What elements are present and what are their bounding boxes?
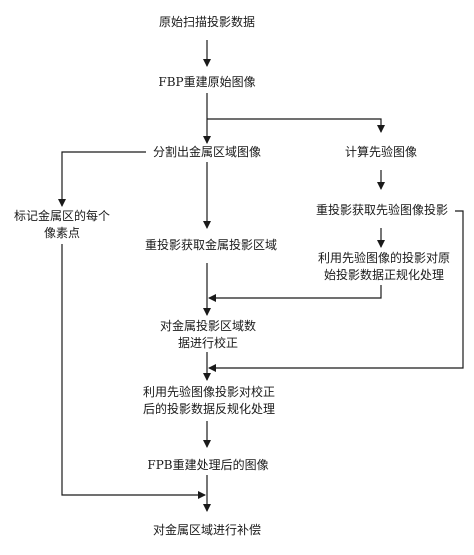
node-compensate: 对金属区域进行补偿: [145, 522, 269, 539]
node-mark-pixels: 标记金属区的每个 像素点: [6, 208, 118, 242]
node-reproject-metal-line: 重投影获取金属投影区域: [144, 238, 277, 252]
arrow-mark-to-compensate: [61, 244, 206, 499]
node-fbp-recon-line: FBP重建原始图像: [158, 75, 256, 89]
node-correct-metal: 对金属投影区域数 据进行校正: [150, 318, 266, 352]
arrow-fbp-to-prior: [207, 118, 385, 133]
node-fbp-recon: FBP重建原始图像: [145, 74, 269, 91]
node-segment-metal: 分割出金属区域图像: [146, 144, 268, 161]
node-reproject-metal: 重投影获取金属投影区域: [138, 237, 284, 254]
node-raw-data: 原始扫描投影数据: [148, 14, 266, 31]
node-denormalize-line-1: 利用先验图像投影对校正: [142, 385, 275, 399]
node-fpb-recon: FPB重建处理后的图像: [142, 457, 274, 474]
node-normalize-line-1: 利用先验图像的投影对原: [317, 251, 450, 265]
node-normalize-line-2: 始投影数据正规化处理: [323, 268, 444, 282]
arrow-reproject-prior-to-denormalize: [208, 210, 464, 372]
node-compensate-line: 对金属区域进行补偿: [152, 523, 261, 537]
node-reproject-prior-line: 重投影获取先验图像投影: [315, 203, 448, 217]
node-normalize: 利用先验图像的投影对原 始投影数据正规化处理: [308, 250, 460, 284]
node-correct-metal-line-1: 对金属投影区域数: [159, 319, 256, 333]
arrow-normalize-to-correct: [208, 285, 382, 302]
node-segment-metal-line: 分割出金属区域图像: [152, 145, 261, 159]
node-compute-prior: 计算先验图像: [339, 144, 423, 161]
node-compute-prior-line: 计算先验图像: [344, 145, 417, 159]
node-correct-metal-line-2: 据进行校正: [177, 336, 238, 350]
node-mark-pixels-line-2: 像素点: [43, 226, 80, 240]
node-denormalize-line-2: 后的投影数据反规化处理: [142, 402, 275, 416]
node-fpb-recon-line: FPB重建处理后的图像: [147, 458, 269, 472]
node-mark-pixels-line-1: 标记金属区的每个: [13, 209, 110, 223]
node-reproject-prior: 重投影获取先验图像投影: [309, 202, 455, 219]
node-raw-data-line: 原始扫描投影数据: [158, 15, 255, 29]
arrow-segment-to-mark: [58, 151, 146, 207]
node-denormalize: 利用先验图像投影对校正 后的投影数据反规化处理: [132, 384, 286, 418]
